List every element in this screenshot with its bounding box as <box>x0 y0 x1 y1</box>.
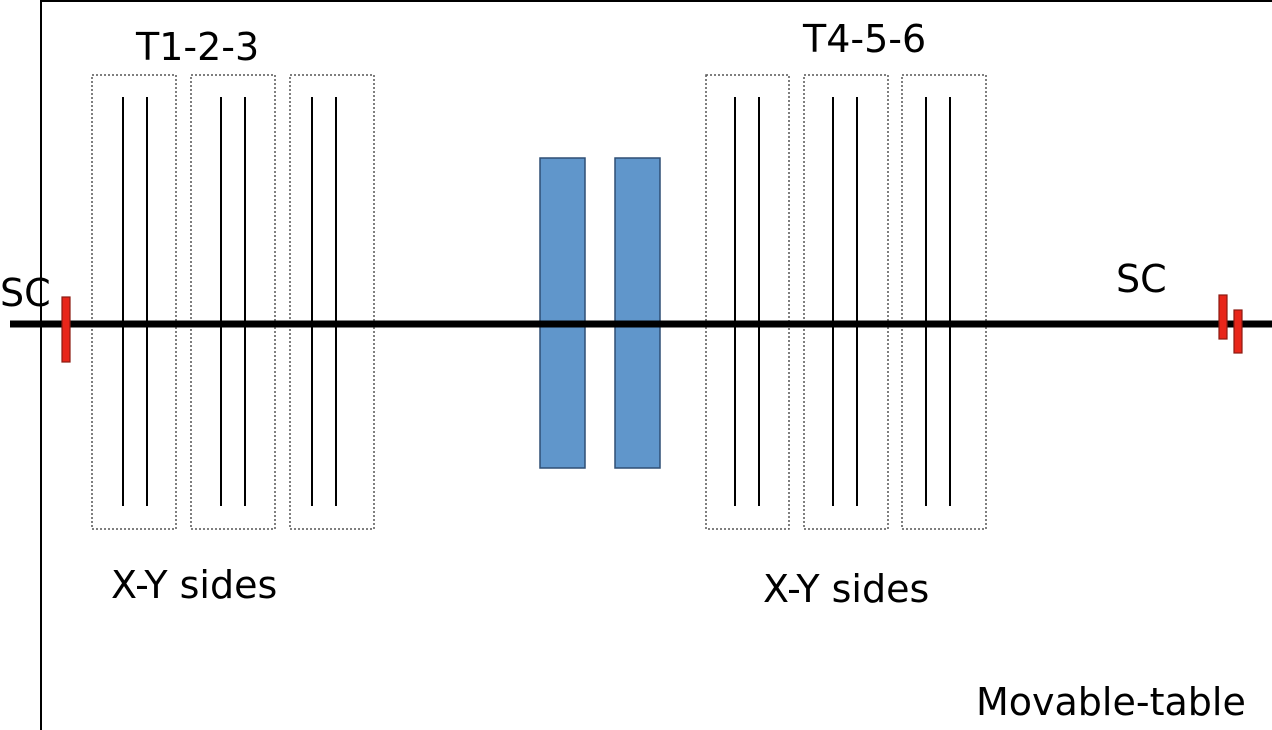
label-group-right: T4-5-6 <box>802 17 926 61</box>
station-t4 <box>705 74 790 530</box>
label-sc-right: SC <box>1116 257 1167 301</box>
station-t1 <box>91 74 177 530</box>
target-block-left <box>539 157 586 469</box>
station-group-right <box>705 74 987 530</box>
label-group-left: T1-2-3 <box>135 25 259 69</box>
station-group-left <box>91 74 375 530</box>
label-xy-right: X-Y sides <box>763 567 929 611</box>
station-t3 <box>289 74 375 530</box>
scintillator-left <box>61 296 71 363</box>
target-block-right <box>614 157 661 469</box>
label-movable-table: Movable-table <box>976 680 1246 724</box>
scintillator-right-2 <box>1233 309 1243 354</box>
station-t6 <box>901 74 987 530</box>
scintillator-right-1 <box>1218 294 1228 340</box>
label-sc-left: SC <box>0 271 51 315</box>
station-t5 <box>803 74 889 530</box>
station-t2 <box>190 74 276 530</box>
label-xy-left: X-Y sides <box>111 563 277 607</box>
